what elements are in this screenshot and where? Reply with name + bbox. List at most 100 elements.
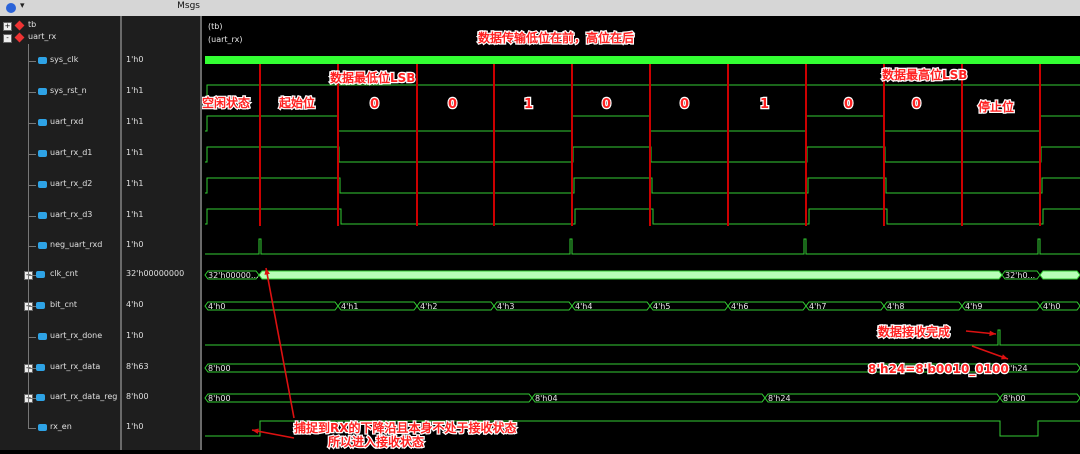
annotation-bit-3: 0 xyxy=(602,97,611,112)
toolbar: ▾ Msgs xyxy=(0,0,1080,17)
bit-cnt-bus-label: 4'h0 xyxy=(208,302,225,311)
annotation-bit-1: 0 xyxy=(448,97,457,112)
uart-rx-data-bus-segment xyxy=(1001,363,1080,373)
uart-rx-data-reg-bus-label: 8'h00 xyxy=(208,394,231,403)
annotation-capture-line1: 捕捉到RX的下降沿且本身不处于接收状态 xyxy=(294,420,517,435)
signal-icon xyxy=(38,424,47,431)
uart-rx-data-reg-bus-segment xyxy=(999,393,1080,403)
signal-name-uart-rx-data[interactable]: uart_rx_data xyxy=(50,362,101,371)
signal-value-pane: 1'h0 1'h1 1'h1 1'h1 1'h1 1'h1 1'h0 32'h00000000… xyxy=(122,16,202,450)
bit-cnt-bus-label: 4'h6 xyxy=(731,302,748,311)
signal-icon xyxy=(38,57,47,64)
expand-toggle-uart-rx[interactable]: - xyxy=(3,34,12,43)
bit-cnt-bus-label: 4'h2 xyxy=(420,302,437,311)
signal-name-sys-clk[interactable]: sys_clk xyxy=(50,55,79,64)
wave-menu-icon[interactable] xyxy=(6,3,16,13)
signal-value-sys-rst-n: 1'h1 xyxy=(126,86,144,95)
arrow-to-rx-done-head xyxy=(989,330,996,337)
signal-value-uart-rxd: 1'h1 xyxy=(126,117,144,126)
signal-name-uart-rxd[interactable]: uart_rxd xyxy=(50,117,84,126)
clk-cnt-bus-label: 32'h00000... xyxy=(208,271,259,280)
clk-cnt-bus-segment xyxy=(1039,270,1080,280)
signal-value-clk-cnt: 32'h00000000 xyxy=(126,269,185,278)
annotation-rx-done: 数据接收完成 xyxy=(878,324,950,339)
signal-name-pane[interactable]: + tb - uart_rx sys_clk sys_rst_n uart_rxd uart_… xyxy=(0,16,122,450)
tree-connector xyxy=(28,337,36,338)
signal-icon xyxy=(38,242,47,249)
uart-rx-done-wave xyxy=(205,329,1080,346)
signal-icon xyxy=(38,150,47,157)
uart-rx-d1-wave xyxy=(205,146,1080,163)
annotation-lsb: 数据最低位LSB xyxy=(330,70,415,85)
instance-icon xyxy=(14,20,25,31)
signal-icon xyxy=(36,302,45,309)
annotation-title: 数据传输低位在前，高位在后 xyxy=(478,30,634,45)
uart-rx-data-reg-bus-segment xyxy=(531,393,766,403)
annotation-msb: 数据最高位LSB xyxy=(882,67,967,82)
bit-cnt-bus-label: 4'h5 xyxy=(653,302,670,311)
clk-cnt-bus-segment xyxy=(258,270,1003,280)
signal-name-uart-rx-d1[interactable]: uart_rx_d1 xyxy=(50,148,93,157)
signal-name-uart-rx-data-reg[interactable]: uart_rx_data_reg xyxy=(50,392,118,401)
signal-value-neg-uart-rxd: 1'h0 xyxy=(126,240,144,249)
chevron-down-icon[interactable]: ▾ xyxy=(20,1,25,11)
signal-name-sys-rst-n[interactable]: sys_rst_n xyxy=(50,86,87,95)
tree-trunk xyxy=(28,44,29,429)
signal-name-clk-cnt[interactable]: clk_cnt xyxy=(50,269,78,278)
signal-name-uart-rx-d3[interactable]: uart_rx_d3 xyxy=(50,210,93,219)
signal-value-uart-rx-d3: 1'h1 xyxy=(126,210,144,219)
signal-value-rx-en: 1'h0 xyxy=(126,422,144,431)
signal-icon xyxy=(36,271,45,278)
annotation-bit-7: 0 xyxy=(912,97,921,112)
signal-value-uart-rx-done: 1'h0 xyxy=(126,331,144,340)
arrow-to-neg-edge xyxy=(265,267,295,419)
tree-connector xyxy=(28,306,36,307)
tree-connector xyxy=(28,92,36,93)
annotation-value-note: 8'h24=8'b0010_0100 xyxy=(868,362,1009,377)
group-label-uart-rx: (uart_rx) xyxy=(208,35,242,44)
tree-connector xyxy=(28,368,36,369)
signal-name-tb[interactable]: tb xyxy=(28,20,37,29)
signal-name-rx-en[interactable]: rx_en xyxy=(50,422,72,431)
bit-cnt-bus-label: 4'h9 xyxy=(965,302,982,311)
bit-cnt-bus-label: 4'h1 xyxy=(341,302,358,311)
signal-name-neg-uart-rxd[interactable]: neg_uart_rxd xyxy=(50,240,103,249)
expand-toggle-tb[interactable]: + xyxy=(3,22,12,31)
neg-uart-rxd-wave xyxy=(205,238,1080,255)
tree-connector xyxy=(28,398,36,399)
signal-value-uart-rx-d2: 1'h1 xyxy=(126,179,144,188)
tree-connector xyxy=(28,185,36,186)
signal-value-uart-rx-d1: 1'h1 xyxy=(126,148,144,157)
tree-connector xyxy=(28,61,36,62)
uart-rx-data-reg-bus-label: 8'h24 xyxy=(768,394,791,403)
annotation-stop-bit: 停止位 xyxy=(978,99,1014,114)
signal-name-bit-cnt[interactable]: bit_cnt xyxy=(50,300,78,309)
annotation-capture-line2: 所以进入接收状态 xyxy=(328,434,424,449)
bit-cnt-bus-label: 4'h3 xyxy=(497,302,514,311)
uart-rx-data-reg-bus-segment xyxy=(764,393,1001,403)
annotation-bit-2: 1 xyxy=(524,97,533,112)
sys-rst-n-wave xyxy=(205,84,1080,101)
signal-name-uart-rx[interactable]: uart_rx xyxy=(28,32,57,41)
uart-rx-d2-wave xyxy=(205,177,1080,194)
annotation-start-bit: 起始位 xyxy=(278,95,315,110)
annotation-bit-0: 0 xyxy=(370,97,379,112)
uart-rx-data-bus-label: 8'h00 xyxy=(208,364,231,373)
uart-rx-data-bus-label: 8'h24 xyxy=(1005,364,1028,373)
signal-icon xyxy=(38,119,47,126)
tree-connector xyxy=(28,246,36,247)
uart-rx-d3-wave xyxy=(205,208,1080,225)
signal-icon xyxy=(38,88,47,95)
uart-rx-data-reg-bus-segment xyxy=(204,393,533,403)
uart-rx-data-reg-bus-label: 8'h00 xyxy=(1003,394,1026,403)
arrow-to-rx-en-head xyxy=(252,428,259,434)
signal-icon xyxy=(38,212,47,219)
bit-cnt-bus-label: 4'h4 xyxy=(575,302,592,311)
signal-name-uart-rx-done[interactable]: uart_rx_done xyxy=(50,331,103,340)
signal-value-bit-cnt: 4'h0 xyxy=(126,300,144,309)
signal-name-uart-rx-d2[interactable]: uart_rx_d2 xyxy=(50,179,93,188)
arrow-to-rx-en xyxy=(251,429,295,439)
